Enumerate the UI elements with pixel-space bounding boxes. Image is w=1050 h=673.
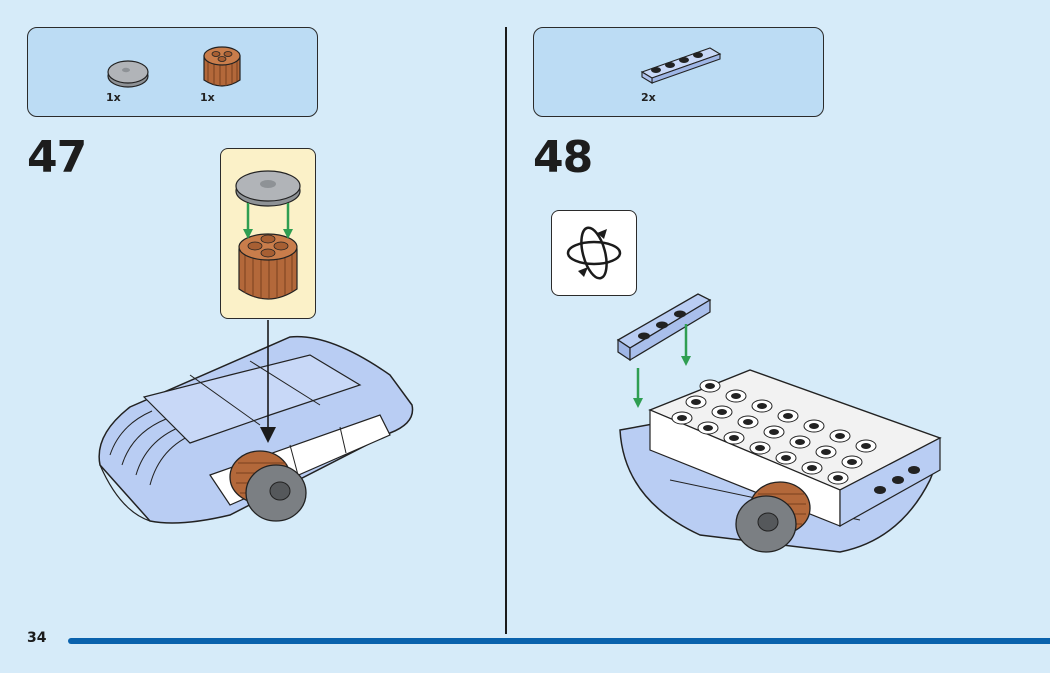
part-qty: 1x xyxy=(106,91,121,104)
gear-brick-part-icon xyxy=(203,46,241,87)
black-arrow-icon xyxy=(260,320,276,443)
step-48-model xyxy=(616,293,942,553)
green-arrow-icon xyxy=(681,324,691,366)
parts-list-step-47: 1x 1x xyxy=(27,27,318,117)
subassembly-callout xyxy=(220,148,316,319)
green-arrow-icon xyxy=(243,203,253,239)
part-qty: 1x xyxy=(200,91,215,104)
column-divider xyxy=(505,27,507,634)
rotate-model-icon-box xyxy=(551,210,637,296)
step-number: 47 xyxy=(27,132,87,183)
step-number: 48 xyxy=(533,132,593,183)
page-number: 34 xyxy=(27,630,47,646)
rotate-model-icon xyxy=(566,226,622,280)
page-footer-bar xyxy=(68,638,1050,644)
parts-list-step-48: 2x xyxy=(533,27,824,117)
part-qty: 2x xyxy=(641,91,656,104)
subassembly-illustration xyxy=(235,170,301,300)
round-tile-part-icon xyxy=(107,60,149,88)
green-arrow-icon xyxy=(633,368,643,408)
plate-part-icon xyxy=(640,47,722,84)
green-arrow-icon xyxy=(283,203,293,239)
step-47-model xyxy=(98,320,414,524)
